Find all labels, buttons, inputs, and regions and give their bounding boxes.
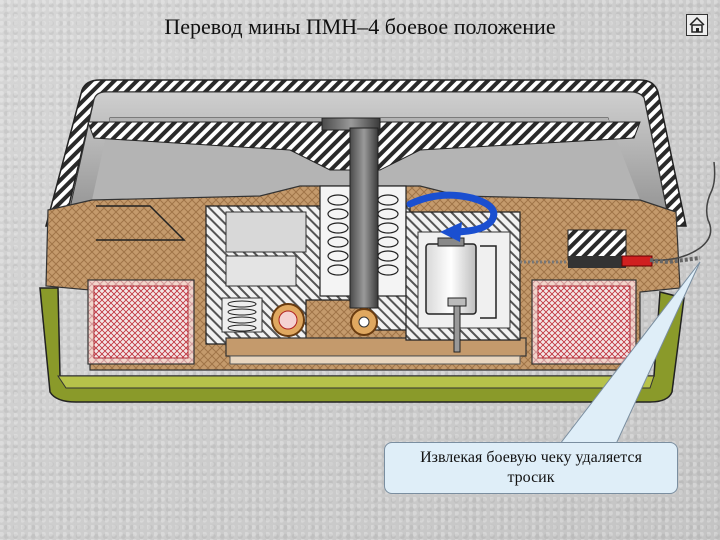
safety-pin-red bbox=[621, 255, 653, 267]
firing-rod bbox=[349, 127, 379, 309]
spring-left bbox=[327, 194, 349, 276]
callout-text-line1: Извлекая боевую чеку удаляется bbox=[420, 449, 642, 466]
callout-box: Извлекая боевую чеку удаляется тросик bbox=[384, 442, 678, 494]
slider-bar bbox=[225, 337, 527, 357]
home-button[interactable] bbox=[686, 14, 708, 36]
page-title: Перевод мины ПМН–4 боевое положение bbox=[164, 14, 556, 39]
home-icon bbox=[689, 16, 705, 33]
rotation-arrow-icon bbox=[406, 191, 498, 242]
callout-text-line2: тросик bbox=[507, 469, 555, 486]
